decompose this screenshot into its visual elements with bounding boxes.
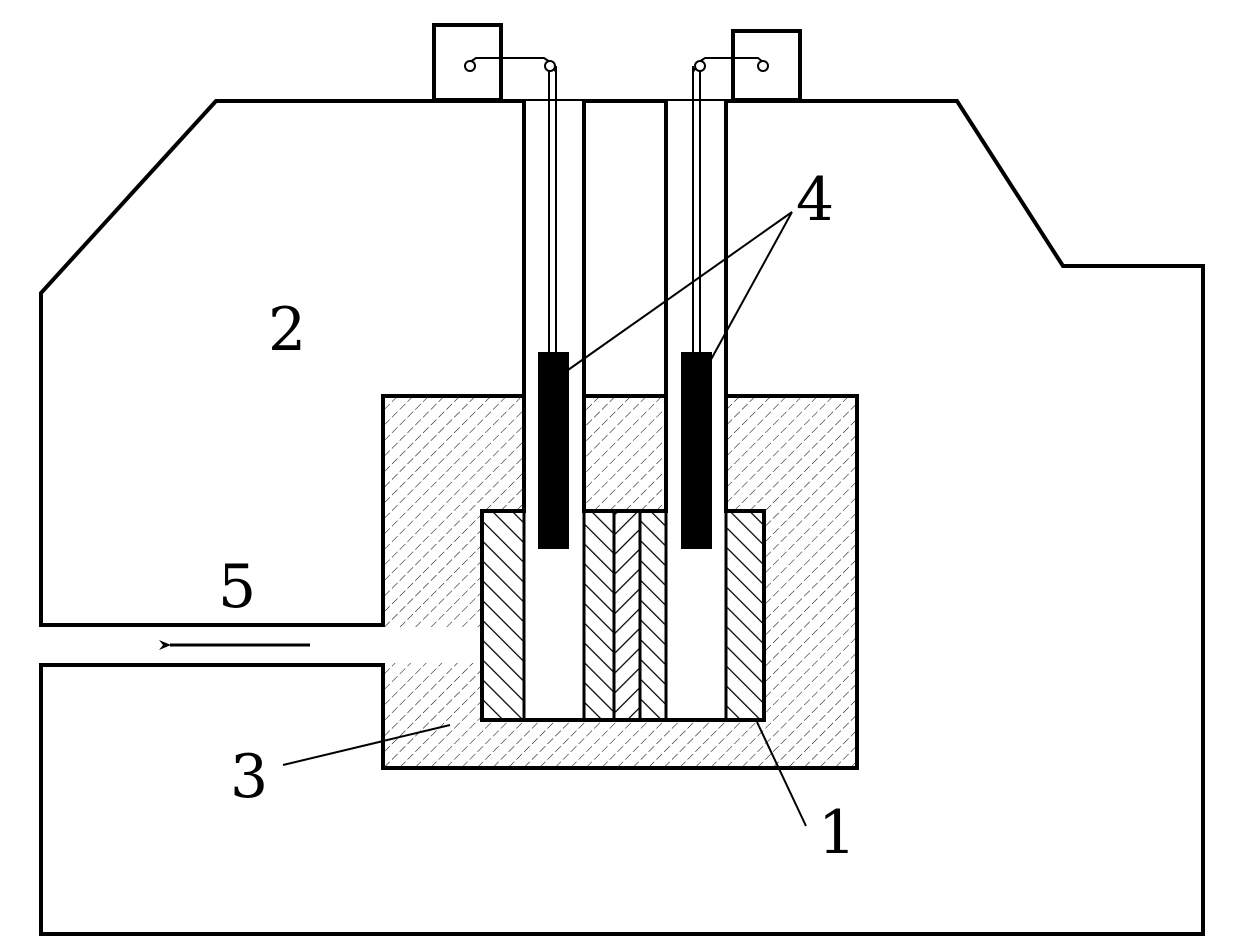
crucible-center-wall-c (640, 513, 666, 718)
electrode-right (681, 352, 712, 549)
leader-4a (567, 211, 793, 371)
electrode-left (538, 352, 569, 549)
crucible-center-wall-a (584, 513, 614, 718)
label-1: 1 (818, 798, 856, 868)
label-2: 2 (268, 295, 306, 365)
crucible-right-wall (726, 513, 762, 718)
crucible-center-wall-b (614, 513, 640, 718)
label-3: 3 (230, 742, 268, 812)
leader-4b (707, 211, 793, 366)
crucible-left-wall (484, 513, 524, 718)
leader-1 (756, 721, 807, 827)
label-5: 5 (218, 552, 256, 622)
label-4: 4 (796, 165, 834, 235)
leader-3 (282, 724, 451, 766)
furnace-outline (39, 99, 1205, 936)
